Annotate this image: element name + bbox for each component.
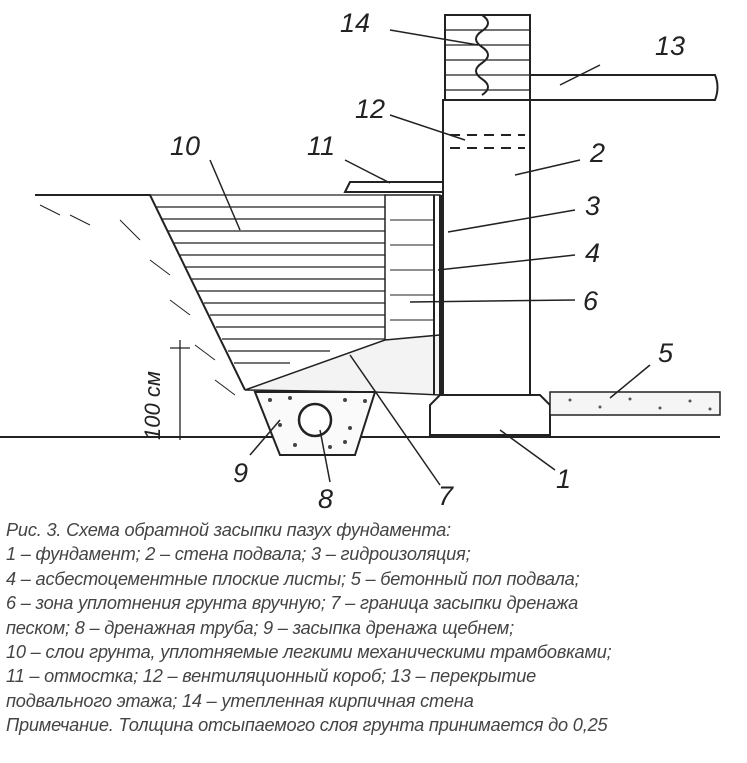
label-10: 10 xyxy=(170,131,200,161)
ground-line-left xyxy=(35,194,246,391)
dimension-label: 100 см xyxy=(140,371,165,440)
caption-line: 1 – фундамент; 2 – стена подвала; 3 – ги… xyxy=(6,544,471,565)
caption-line: 11 – отмостка; 12 – вентиляционный короб… xyxy=(6,666,537,687)
dimension-100cm xyxy=(170,340,190,440)
figure-caption: Рис. 3. Схема обратной засыпки пазух фун… xyxy=(6,518,746,738)
backfill-layers xyxy=(150,194,385,364)
drain-pipe xyxy=(297,402,333,438)
sand-backfill xyxy=(244,334,441,396)
label-9: 9 xyxy=(233,458,248,488)
label-11: 11 xyxy=(307,131,335,161)
caption-line: 6 – зона уплотнения грунта вручную; 7 – … xyxy=(6,593,579,614)
caption-line: 4 – асбестоцементные плоские листы; 5 – … xyxy=(6,568,580,589)
ventilation-duct xyxy=(450,134,525,149)
caption-line: песком; 8 – дренажная труба; 9 – засыпка… xyxy=(6,617,514,638)
blind-area xyxy=(343,181,446,193)
label-4: 4 xyxy=(585,238,600,268)
label-1: 1 xyxy=(556,464,571,494)
label-13: 13 xyxy=(655,31,685,61)
caption-line: подвального этажа; 14 – утепленная кирпи… xyxy=(6,690,474,711)
backfill-diagram: 14 13 12 11 10 2 3 4 6 5 1 7 8 9 100 см xyxy=(0,8,721,514)
hand-compaction-zone xyxy=(384,194,441,341)
wall-insulation xyxy=(475,14,489,96)
leader-lines xyxy=(209,29,651,486)
label-5: 5 xyxy=(658,338,674,368)
label-8: 8 xyxy=(318,484,333,514)
concrete-floor xyxy=(549,391,721,416)
basement-wall xyxy=(442,99,531,396)
label-7: 7 xyxy=(438,481,454,511)
label-14: 14 xyxy=(340,8,370,38)
caption-line: 10 – слои грунта, уплотняемые легкими ме… xyxy=(6,642,612,663)
floor-slab xyxy=(530,74,719,101)
label-3: 3 xyxy=(585,191,600,221)
foundation xyxy=(429,394,551,436)
caption-title: Рис. 3. Схема обратной засыпки пазух фун… xyxy=(6,520,451,540)
caption-note: Примечание. Толщина отсыпаемого слоя гру… xyxy=(6,715,608,736)
label-2: 2 xyxy=(589,138,605,168)
label-12: 12 xyxy=(355,94,385,124)
ground-hatch xyxy=(39,204,236,396)
label-6: 6 xyxy=(583,286,599,316)
